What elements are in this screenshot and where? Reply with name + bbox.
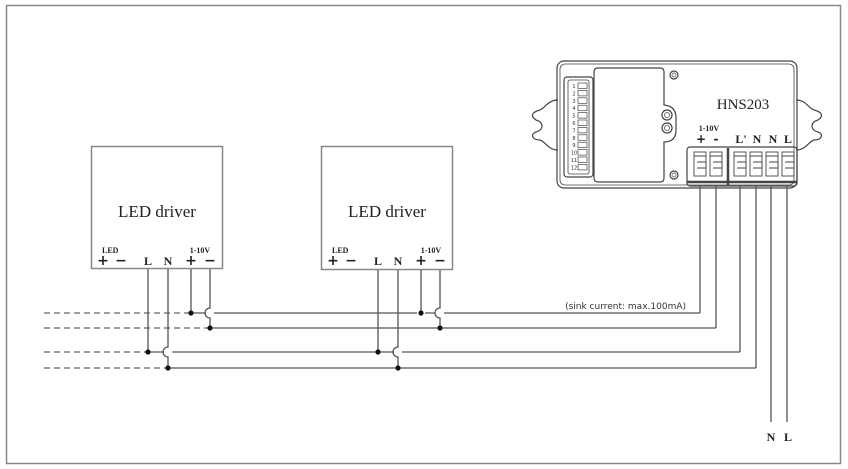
module-body — [556, 60, 798, 189]
junction-dot — [207, 325, 213, 331]
module-dim-plus: + — [696, 132, 706, 146]
terminal-screw — [710, 155, 723, 169]
terminal-screw — [750, 155, 763, 169]
dim-plus-label: + — [415, 253, 427, 269]
terminal-label-n2: N — [769, 132, 778, 146]
dip-switch-number: 6 — [572, 121, 575, 127]
led-driver-2: LED driver LED + − L N 1-10V + − — [320, 145, 454, 271]
dim-plus-label: + — [185, 253, 197, 269]
led-plus-label: + — [97, 253, 109, 269]
led-driver-title: LED driver — [118, 202, 196, 221]
dip-switch-number: 8 — [572, 136, 575, 142]
dip-switch-number: 1 — [572, 84, 575, 90]
junction-dot — [375, 349, 381, 355]
dip-switch — [577, 141, 588, 149]
dip-switch-number: 7 — [572, 128, 575, 134]
mains-l-label: L — [784, 430, 792, 444]
n-terminal-label: N — [394, 254, 403, 268]
driver2-n-wire — [392, 270, 399, 368]
dip-switch — [577, 82, 588, 89]
dim-minus-label: − — [204, 253, 216, 269]
led-driver-box — [90, 145, 224, 270]
dip-switch-number: 9 — [572, 143, 575, 149]
terminal-screw — [694, 155, 707, 169]
l-terminal-label: L — [144, 254, 152, 268]
screw-icon — [669, 170, 679, 180]
led-driver-1: LED driver LED + − L N 1-10V + − — [90, 145, 224, 270]
dim-minus-label: − — [434, 253, 446, 269]
dip-switch-number: 10 — [571, 151, 577, 157]
terminal-block — [686, 146, 798, 187]
led-plus-label: + — [327, 253, 339, 269]
terminal-label-l: L — [784, 132, 792, 146]
dip-switch — [577, 164, 588, 171]
dip-switch-number: 11 — [571, 158, 577, 164]
n-terminal-label: N — [164, 254, 173, 268]
junction-dot — [165, 365, 171, 371]
led-output-label: LED — [332, 246, 349, 255]
dip-switch-bank — [567, 79, 590, 175]
potentiometer-icon — [661, 109, 673, 121]
dip-switch — [577, 127, 588, 134]
mains-n-label: N — [767, 430, 776, 444]
dip-switch — [577, 119, 588, 126]
screw-icon — [669, 70, 679, 80]
terminal-label-n1: N — [753, 132, 762, 146]
right-mounting-tab — [795, 99, 823, 151]
junction-dots — [145, 310, 443, 371]
junction-dot — [395, 365, 401, 371]
dip-switch-housing — [563, 76, 594, 178]
driver1-dim-minus-wire — [204, 269, 211, 328]
diagram-frame — [5, 4, 842, 465]
wires — [44, 186, 788, 422]
left-mounting-tab — [531, 99, 559, 151]
module-dim-minus: - — [714, 132, 719, 146]
driver2-dim-minus-wire — [434, 270, 441, 328]
terminal-label-l-prime: L' — [735, 132, 746, 146]
dip-switch-number: 2 — [572, 91, 575, 97]
dim-label: 1-10V — [421, 246, 442, 255]
dip-switch — [577, 90, 588, 97]
dim-label: 1-10V — [190, 246, 211, 255]
dip-switch-number: 4 — [572, 106, 575, 112]
sink-current-note: (sink current: max.100mA) — [565, 302, 686, 312]
dip-switch-number: 3 — [572, 99, 575, 105]
terminal-screw — [734, 155, 747, 169]
dip-switch — [577, 112, 588, 119]
led-minus-label: − — [115, 253, 127, 269]
dip-switch — [577, 134, 588, 141]
junction-dot — [418, 310, 424, 316]
module-body-inner — [559, 63, 795, 186]
potentiometer-icon — [661, 122, 673, 134]
dip-switch — [577, 104, 588, 112]
dip-switch-number: 5 — [572, 114, 575, 120]
module-dim-label: 1-10V — [699, 124, 720, 133]
led-output-label: LED — [102, 246, 119, 255]
led-minus-label: − — [345, 253, 357, 269]
dip-switch — [577, 149, 588, 156]
led-driver-box — [320, 145, 454, 271]
l-terminal-label: L — [374, 254, 382, 268]
junction-dot — [145, 349, 151, 355]
terminal-screw — [782, 155, 795, 169]
dip-switch — [577, 156, 588, 163]
dip-switch-number: 12 — [571, 165, 577, 171]
terminal-screw — [766, 155, 779, 169]
dashed-bus-lines — [44, 312, 210, 369]
driver1-n-wire — [162, 269, 169, 368]
dip-switch — [577, 97, 588, 104]
terminal-slots — [693, 151, 795, 177]
junction-dot — [188, 310, 194, 316]
led-driver-title: LED driver — [348, 202, 426, 221]
junction-dot — [437, 325, 443, 331]
module-model-label: HNS203 — [717, 97, 770, 113]
sensor-window — [593, 67, 677, 183]
